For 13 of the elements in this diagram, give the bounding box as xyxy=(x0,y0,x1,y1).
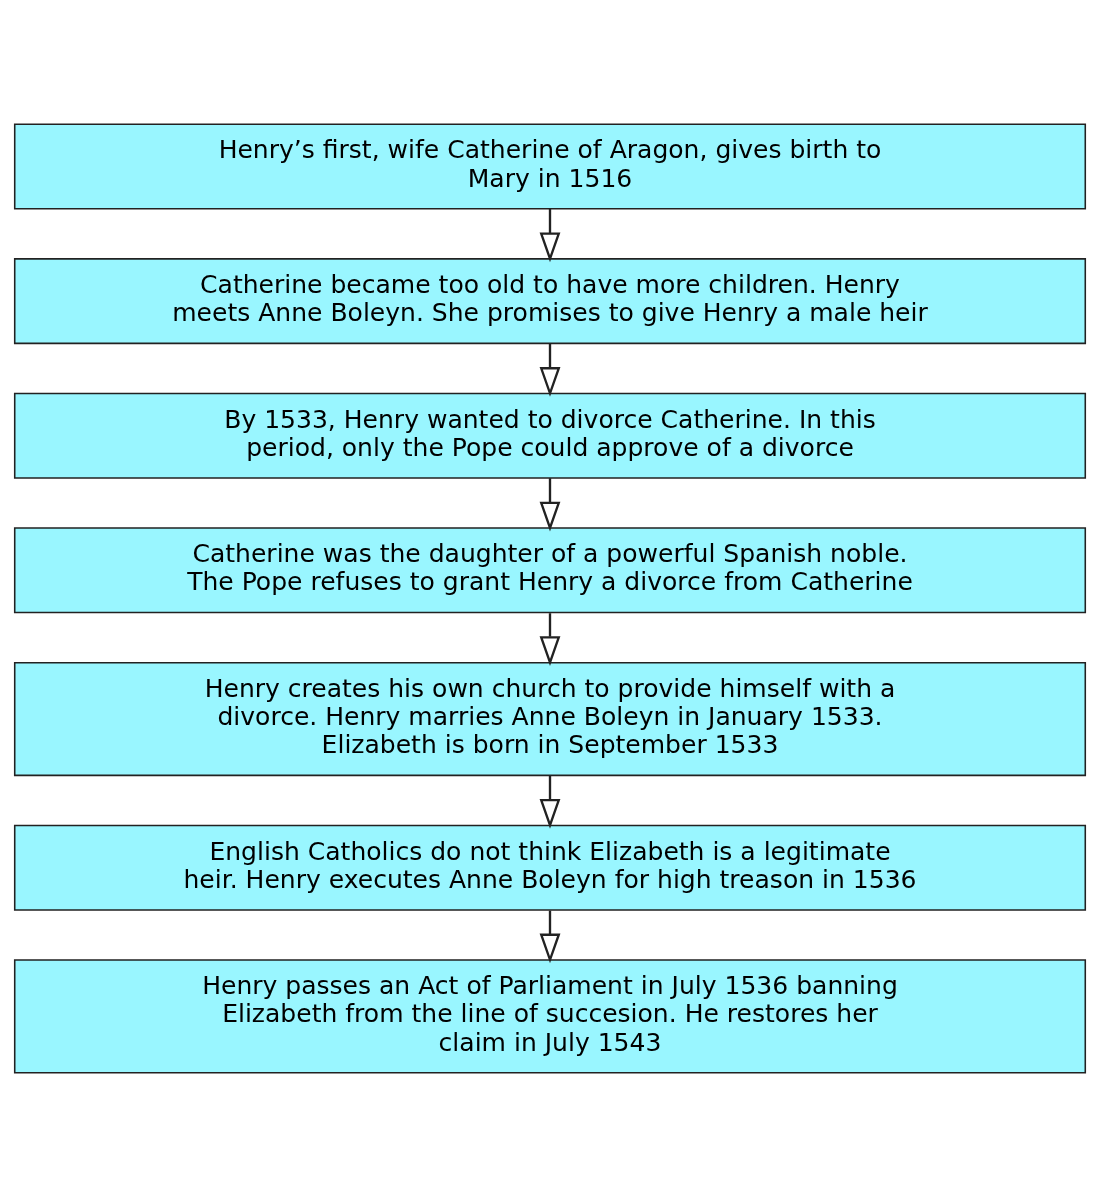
arrow xyxy=(539,478,561,532)
node-box: Henry passes an Act of Parliament in July 1536 banning Elizabeth from the line of succesion. He restores her claim in July 1543 xyxy=(13,959,1087,1074)
node-box: Catherine was the daughter of a powerful Spanish noble. The Pope refuses to grant Henry a divorce from Catherine xyxy=(13,527,1087,614)
arrow xyxy=(539,775,561,829)
node-box: Henry creates his own church to provide himself with a divorce. Henry marries Anne Boleyn in January 1533. Elizabeth is born in September 1533 xyxy=(13,661,1087,777)
node-box: By 1533, Henry wanted to divorce Catherine. In this period, only the Pope could approve of a divorce xyxy=(13,392,1087,479)
node-box: English Catholics do not think Elizabeth is a legitimate heir. Henry executes Anne Boleyn for high treason in 1536 xyxy=(13,824,1087,911)
arrow xyxy=(539,208,561,263)
arrow xyxy=(539,343,561,397)
arrow xyxy=(539,910,561,964)
node-box: Catherine became too old to have more children. Henry meets Anne Boleyn. She promises to give Henry a male heir xyxy=(13,258,1087,345)
arrow xyxy=(539,613,561,666)
node-box: Henry’s first, wife Catherine of Aragon, gives birth to Mary in 1516 xyxy=(13,123,1087,210)
